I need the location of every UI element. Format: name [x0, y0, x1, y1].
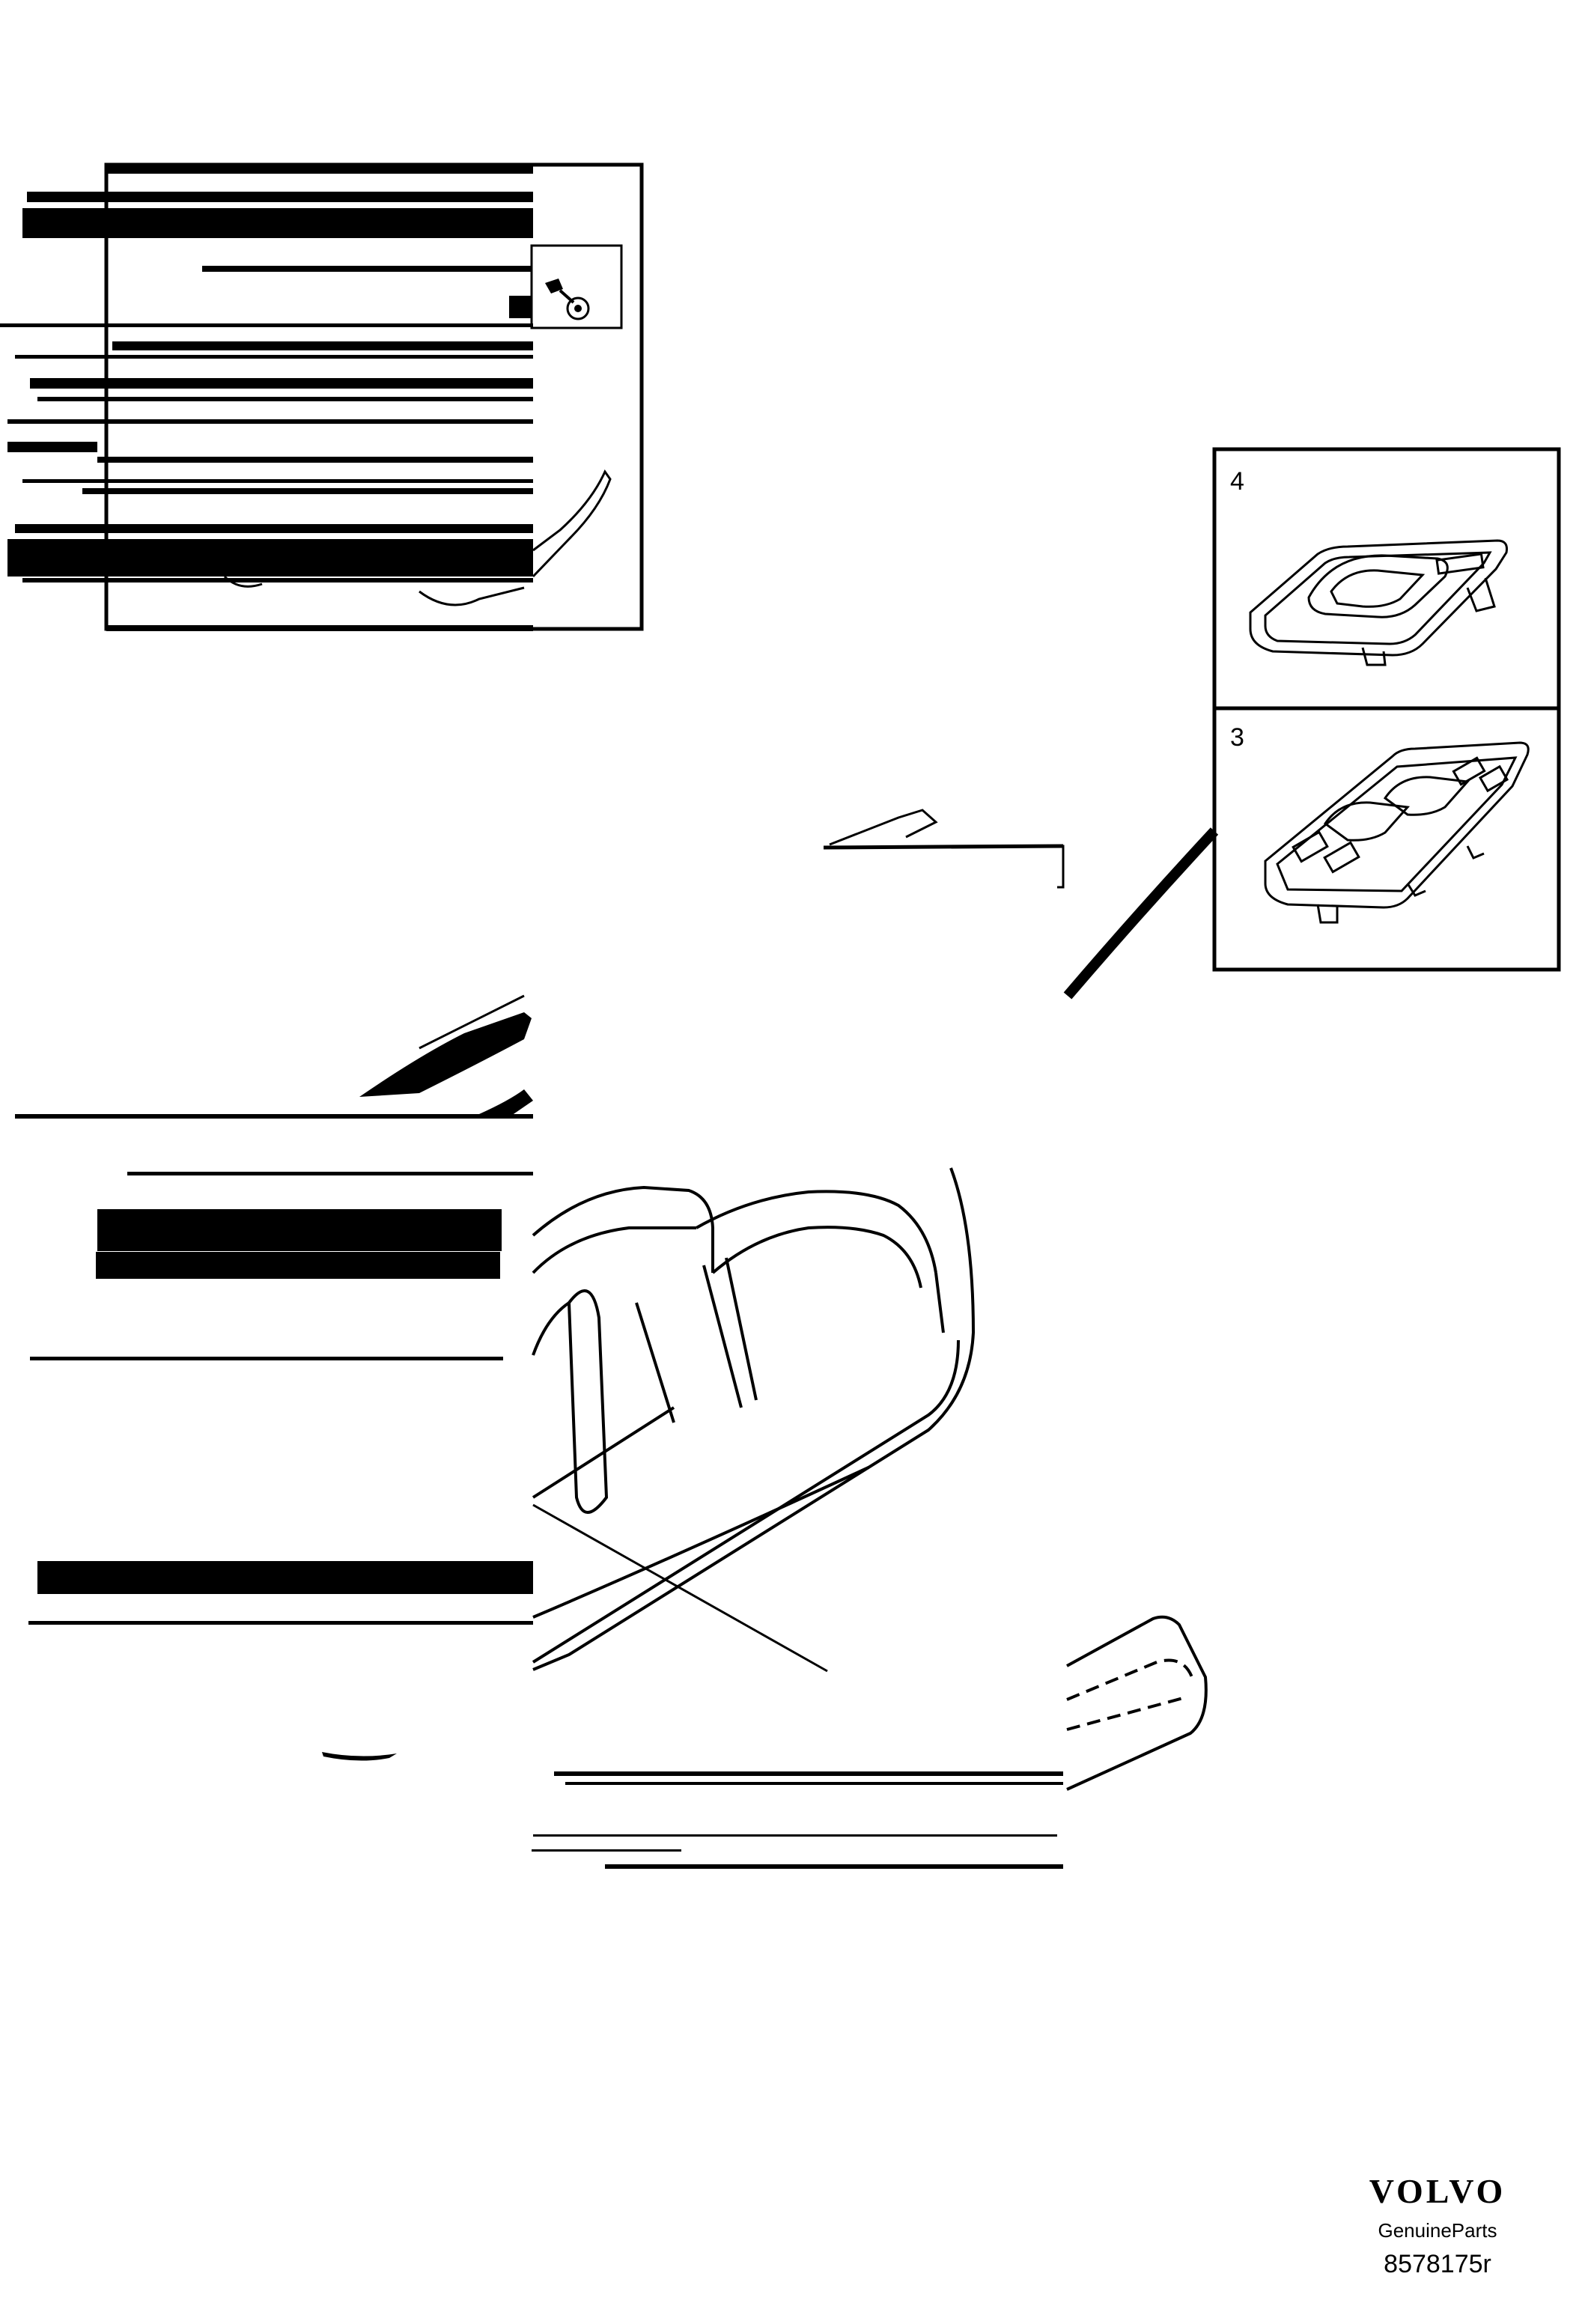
switch-bezel-single-icon — [1249, 539, 1508, 666]
callout-part-4: 4 — [1230, 467, 1244, 496]
volvo-logo: VOLVO — [1369, 2172, 1506, 2210]
door-overview-inset — [0, 162, 644, 631]
switch-bezel-multi-icon — [1264, 741, 1530, 924]
drawing-id: 8578175r — [1384, 2250, 1491, 2278]
brand-block: VOLVO GenuineParts 8578175r — [1340, 2174, 1535, 2279]
screw-icon — [545, 279, 590, 320]
callout-part-3: 3 — [1230, 723, 1244, 752]
parts-callout-boxes — [1212, 447, 1561, 972]
leader-lines — [532, 809, 1219, 1673]
brand-tagline: GenuineParts — [1378, 2219, 1497, 2242]
armrest-assembly — [28, 1167, 1208, 1869]
door-trim-fragment — [15, 994, 533, 1119]
